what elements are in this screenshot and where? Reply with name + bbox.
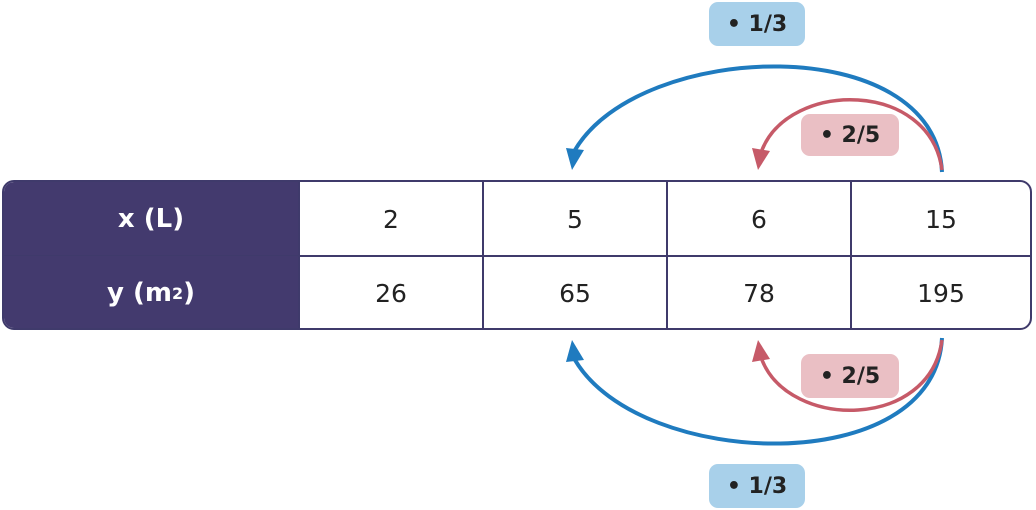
bottom-blue-arrowhead [566, 340, 584, 362]
x-row: x (L) 2 5 6 15 [4, 182, 1030, 256]
top-blue-arrow [573, 64, 944, 173]
x-cell: 2 [298, 182, 482, 256]
bottom-inner-factor-badge: • 2/5 [801, 354, 899, 398]
x-cell: 6 [666, 182, 850, 256]
y-cell: 78 [666, 256, 850, 328]
bottom-blue-arrow [573, 337, 944, 446]
top-blue-arrowhead [566, 148, 584, 170]
y-cell: 65 [482, 256, 666, 328]
row-divider [4, 255, 1030, 257]
top-red-arrowhead [752, 148, 770, 170]
bottom-red-arrowhead [752, 340, 770, 362]
bottom-outer-factor-badge: • 1/3 [709, 464, 805, 508]
y-header-exponent: 2 [171, 283, 184, 303]
x-cell: 5 [482, 182, 666, 256]
x-cell: 15 [850, 182, 1030, 256]
top-red-arrow [760, 98, 944, 171]
y-header-close: ) [183, 278, 195, 308]
y-cell: 26 [298, 256, 482, 328]
top-inner-factor-badge: • 2/5 [801, 114, 899, 156]
top-outer-factor-badge: • 1/3 [709, 2, 805, 46]
y-cell: 195 [850, 256, 1030, 328]
x-header: x (L) [4, 182, 298, 256]
bottom-red-arrow [760, 339, 944, 412]
y-header-base: y (m [106, 278, 172, 308]
